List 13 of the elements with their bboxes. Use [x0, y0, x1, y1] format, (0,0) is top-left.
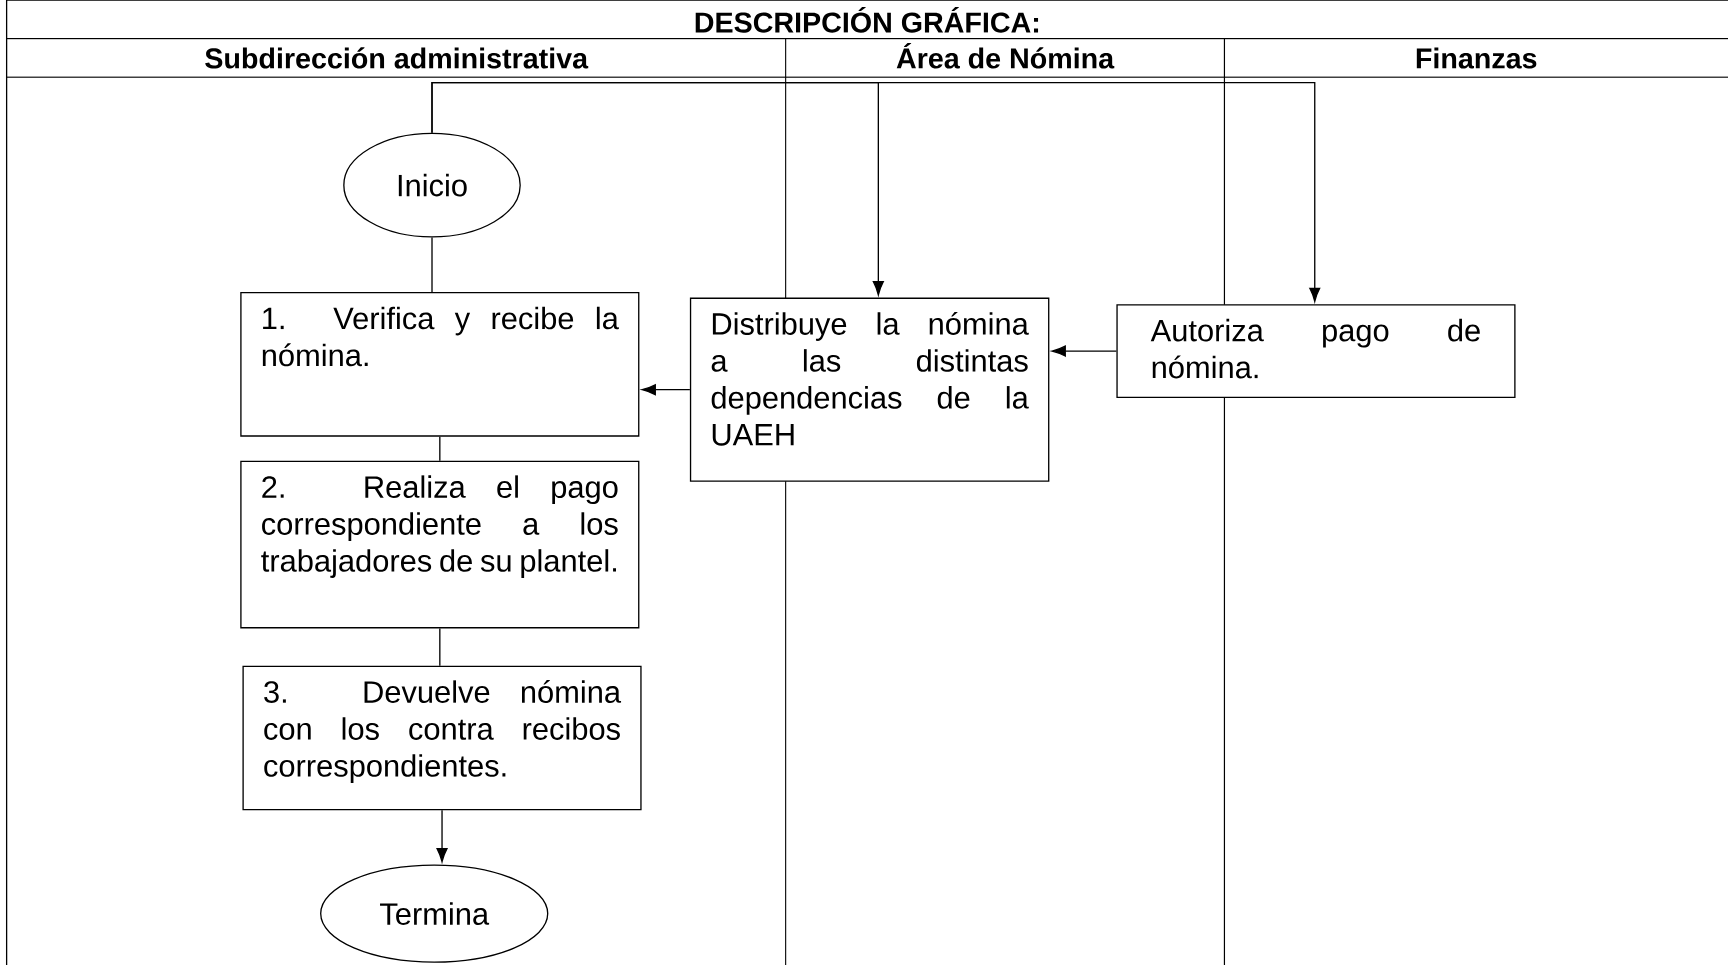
process-box: Autoriza pago de nómina.: [1116, 304, 1516, 398]
column-header: Subdirección administrativa: [205, 47, 589, 69]
process-box: 2. Realiza el pago correspondiente a los trabajadores de su plantel.: [240, 460, 640, 629]
arrow: [431, 81, 1321, 302]
arrow: [1051, 345, 1118, 357]
column-header: Finanzas: [1416, 47, 1537, 69]
column-header: Área de Nómina: [896, 42, 1115, 69]
process-box: 3. Devuelve nómina con los contra recibos correspondientes.: [242, 665, 642, 811]
arrow: [641, 383, 691, 396]
arrow: [436, 809, 448, 863]
process-box: Distribuye la nómina a las distintas dependencias de la UAEH: [689, 297, 1050, 482]
process-box: 1. Verifica y recibe la nómina.: [240, 291, 640, 437]
table-title: DESCRIPCIÓN GRÁFICA:: [695, 6, 1039, 33]
